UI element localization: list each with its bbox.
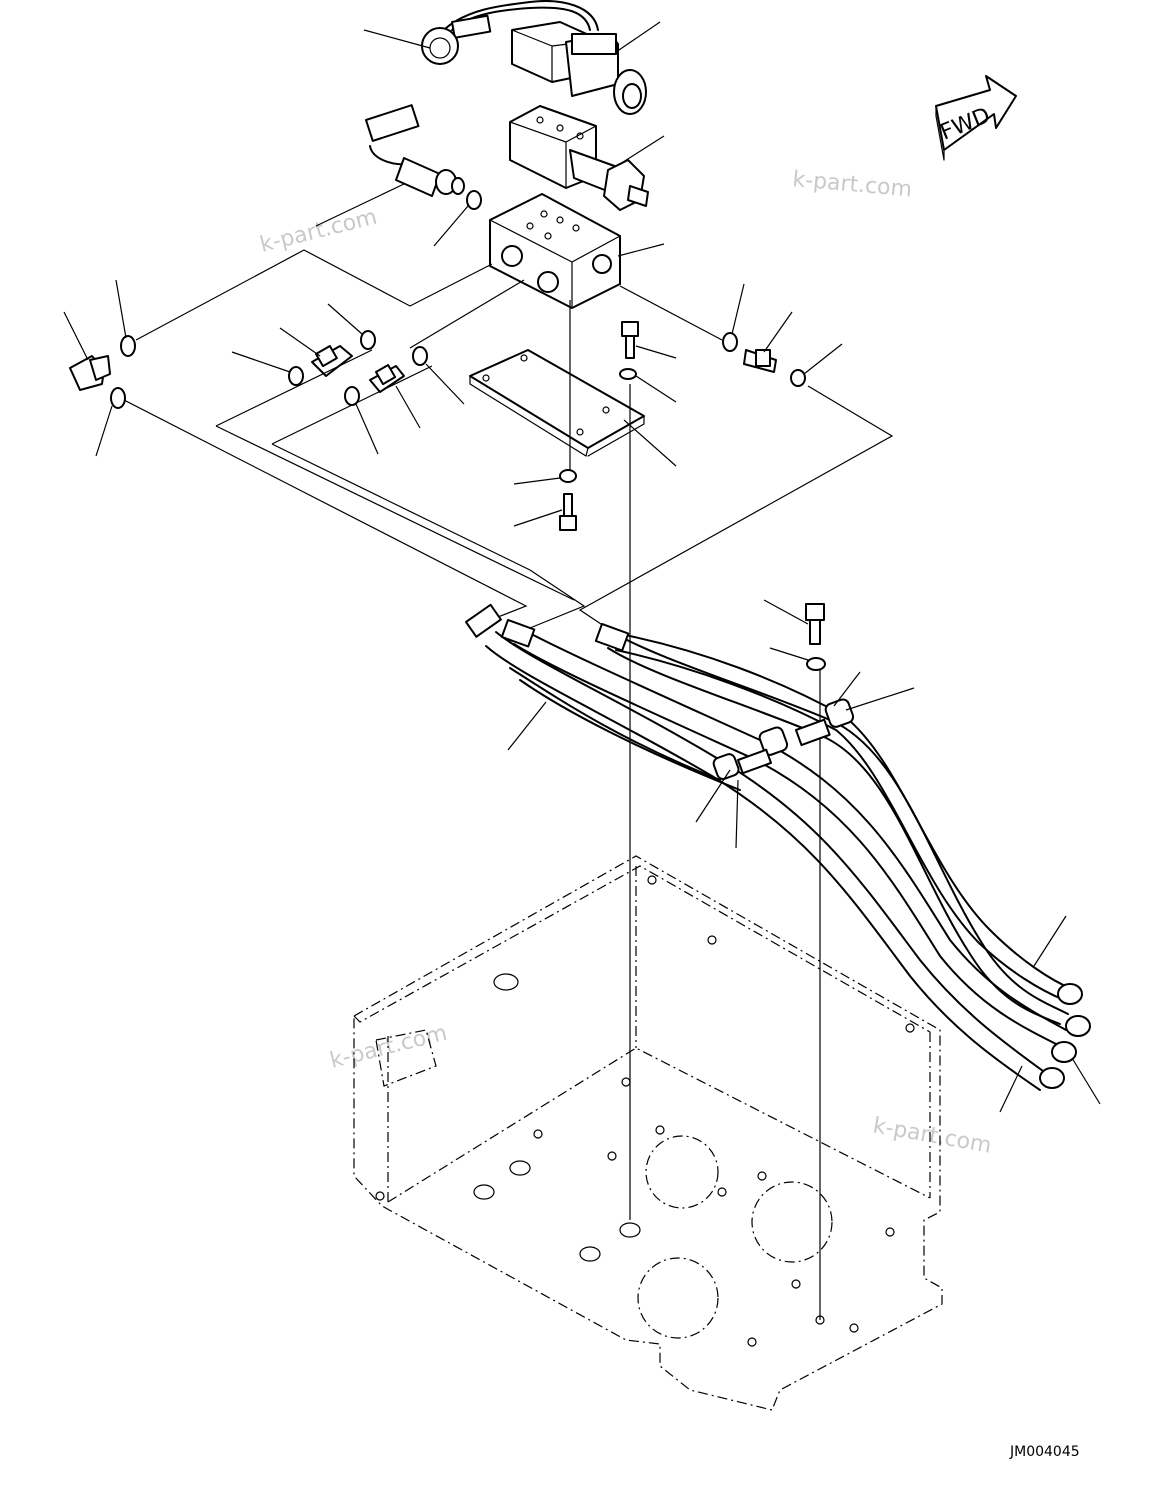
o-ring (466, 190, 482, 210)
hose-fitting (1051, 1041, 1077, 1063)
hydraulic-hose-assembly (485, 627, 1075, 1091)
o-ring (110, 387, 126, 409)
watermark: k-part.com (871, 1113, 993, 1158)
solenoid-valve (421, 0, 647, 115)
o-ring (288, 366, 304, 386)
mounting-plate (469, 349, 645, 457)
frame-holes (375, 875, 915, 1347)
o-ring (360, 330, 376, 350)
bolt (559, 493, 577, 531)
hose-clamp (712, 698, 855, 780)
hose-fitting (1065, 1015, 1091, 1037)
bolt (805, 603, 825, 645)
hose-fitting (1039, 1067, 1065, 1089)
bolt (621, 321, 639, 359)
washer (806, 657, 826, 671)
base-frame (353, 855, 943, 1411)
forward-direction-arrow: FWD (935, 75, 1017, 161)
o-ring (120, 335, 136, 357)
watermark: k-part.com (257, 205, 379, 258)
pressure-switch (365, 104, 465, 197)
o-ring (412, 346, 428, 366)
o-ring (790, 369, 806, 387)
hose-fitting (594, 623, 630, 652)
watermark: k-part.com (791, 167, 913, 202)
hose-fitting (500, 619, 536, 648)
hose-fitting (1057, 983, 1083, 1005)
manifold-block (489, 193, 621, 309)
o-ring (722, 332, 738, 352)
elbow-fitting (69, 355, 111, 391)
straight-fitting (743, 349, 777, 373)
relief-valve (509, 105, 649, 211)
drawing-id: JM004045 (1009, 1444, 1080, 1460)
washer (559, 469, 577, 483)
straight-fitting (311, 345, 353, 377)
mounting-boss (473, 973, 641, 1262)
hose-fitting (464, 603, 502, 638)
washer (619, 368, 637, 380)
straight-fitting (369, 364, 405, 393)
